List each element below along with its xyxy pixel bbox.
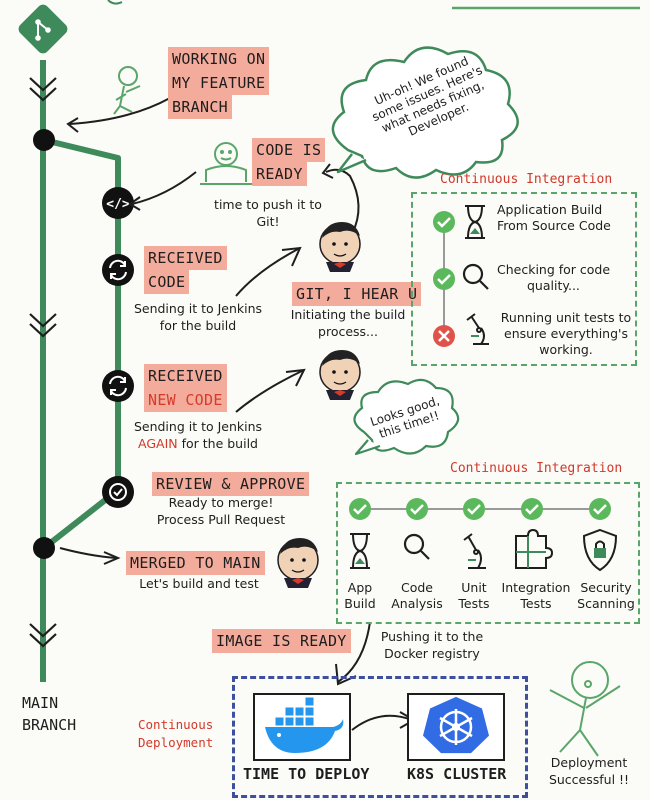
ci2-col-code-analysis: Code Analysis [391,580,443,611]
review-approve-label: REVIEW & APPROVE [152,472,310,496]
docker-whale-icon [265,696,344,753]
received-code-caption: Sending it to Jenkins for the build [133,301,263,333]
feature-label: WORKING ON MY FEATURE BRANCH [168,47,270,119]
image-ready-caption: Pushing it to the Docker registry [380,629,484,661]
ci2-col-unit-tests: Unit Tests [458,580,490,611]
received-code-label: RECEIVED CODE [144,246,227,294]
ci1-step-1: Application Build From Source Code [497,202,611,233]
puzzle-icon [515,528,554,569]
microscope-icon [463,533,486,569]
hourglass-icon [465,205,485,239]
code-ready-caption: time to push it to Git! [214,197,322,229]
check-icon [433,211,455,233]
check-icon [433,268,455,290]
kubernetes-icon [423,696,489,754]
celebrating-figure-icon [549,661,621,757]
ci2-col-app-build: App Build [344,580,376,611]
received-new-code-caption: Sending it to Jenkins AGAIN for the buil… [133,419,263,451]
speech-cloud-issues [331,46,519,179]
arrow-received-jenkins [235,247,301,297]
check-icon [521,498,543,520]
arrow-code-ready [131,171,197,205]
sync-icon [102,254,134,286]
commit-dot-merge [33,537,55,559]
feature-branch-line [42,137,121,551]
k8s-label: K8S CLUSTER [407,765,507,783]
code-icon: </> [102,187,134,219]
svg-text:</>: </> [106,197,130,212]
image-ready-label: IMAGE IS READY [212,629,351,653]
ci2-box: App Build Code Analysis Unit Tests Integ… [336,482,640,624]
ci1-title: Continuous Integration [440,172,613,187]
sync-icon [102,370,134,402]
review-approve-caption: Ready to merge! Process Pull Request [156,495,286,527]
shield-lock-icon [582,528,618,572]
arrow-received-jenkins-again [235,369,305,413]
arrow-deploy-k8s [351,714,413,731]
received-new-code-label: RECEIVED NEW CODE [144,364,227,412]
cd-title: Continuous Deployment [138,717,214,750]
arrow-merged [59,547,117,559]
microscope-icon [466,313,489,345]
docker-box [253,693,351,761]
check-icon [349,498,371,520]
chevron-down-icon [29,623,57,648]
ci1-icons [433,205,489,347]
magnifier-icon [462,263,489,290]
developer-laptop-icon [200,142,252,185]
developer-figure-icon [113,66,141,115]
ci1-step-2: Checking for code quality... [497,262,611,293]
ci2-title: Continuous Integration [450,461,623,476]
chevron-down-icon [29,313,57,338]
speech-cloud-looks-good [353,378,460,456]
jenkins-mascot-icon [277,538,319,588]
approve-check-icon [102,476,134,508]
jenkins-hear-caption: Initiating the build process... [290,307,406,339]
chevron-down-icon [29,77,57,102]
arrow-jenkins-to-dev [325,168,360,235]
jenkins-mascot-icon [319,350,361,400]
ci1-box: Application Build From Source Code Check… [411,192,637,366]
arrow-feature [69,97,171,125]
merged-label: MERGED TO MAIN [126,551,265,575]
deployment-success-caption: Deployment Successful !! [548,755,630,787]
magnifier-icon [403,533,430,560]
ci2-col-integration-tests: Integration Tests [501,580,571,611]
hourglass-icon [350,533,370,569]
k8s-box [407,693,505,761]
ci2-col-security-scanning: Security Scanning [577,580,635,611]
jenkins-mascot-icon [319,222,361,272]
cross-icon [433,325,455,347]
check-icon [589,498,611,520]
commit-dot-branch-start [33,129,55,151]
check-icon [463,498,485,520]
cd-box: TIME TO DEPLOY K8S CLUSTER [232,676,528,798]
check-icon [406,498,428,520]
main-branch-label: MAIN BRANCH [22,694,77,734]
ci1-step-3: Running unit tests to ensure everything'… [500,310,632,357]
git-logo-icon [18,4,68,54]
jenkins-hear-label: GIT, I HEAR U [292,282,422,306]
code-ready-label: CODE IS READY [252,138,326,186]
ci2-icons [349,498,618,572]
merged-caption: Let's build and test [139,576,259,591]
deploy-label: TIME TO DEPLOY [243,765,370,783]
